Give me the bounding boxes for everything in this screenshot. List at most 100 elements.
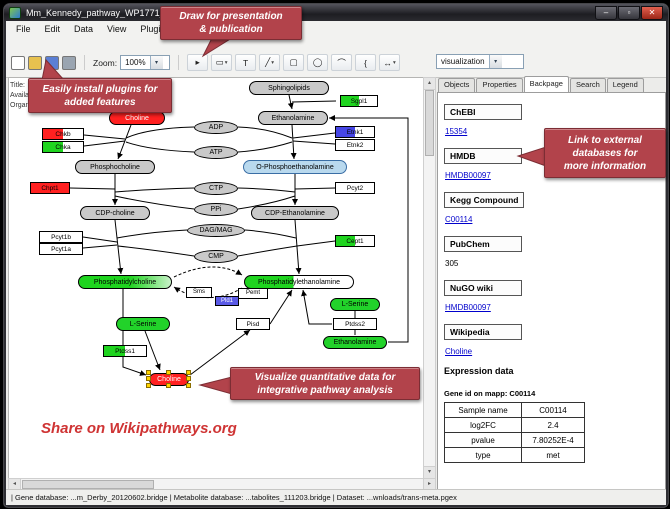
menu-edit[interactable]: Edit (44, 23, 61, 34)
export-icon[interactable] (62, 55, 76, 70)
canvas-horizontal-scrollbar[interactable]: ◂ ▸ (8, 478, 436, 491)
select-tool-icon[interactable]: ▸ (187, 54, 209, 71)
selection-handle[interactable] (166, 369, 171, 375)
backpage-link-wikipedia[interactable]: Choline (445, 347, 473, 356)
chevron-down-icon[interactable]: ▾ (149, 56, 163, 69)
pathway-node-dag-mag[interactable]: DAG/MAG (187, 223, 245, 237)
pathway-node-cmp[interactable]: CMP (194, 249, 238, 263)
scrollbar-thumb[interactable] (22, 480, 154, 489)
selection-handle[interactable] (166, 382, 171, 388)
backpage-header-wikipedia: Wikipedia (444, 324, 522, 340)
brace-tool-icon[interactable]: { (355, 54, 377, 71)
window-title: Mm_Kennedy_pathway_WP1771_45176.gp... (26, 7, 210, 18)
menu-view[interactable]: View (107, 23, 127, 34)
pathway-node-sgpl1[interactable]: Sgpl1 (340, 95, 378, 107)
pathway-node-cdp-ethanolamine[interactable]: CDP-Ethanolamine (251, 206, 339, 220)
backpage-link-chebi[interactable]: 15354 (445, 127, 468, 136)
pathway-node-l-serine[interactable]: L-Serine (330, 297, 380, 311)
pathway-node-sphingolipids[interactable]: Sphingolipids (249, 81, 329, 95)
pathway-node-o-phosphoethanolamine[interactable]: O-Phosphoethanolamine (243, 160, 347, 174)
open-folder-icon[interactable] (28, 55, 42, 70)
tab-properties[interactable]: Properties (476, 78, 523, 92)
scroll-up-icon[interactable]: ▴ (424, 78, 435, 90)
close-button[interactable]: ✕ (641, 5, 663, 20)
pathway-node-ethanolamine[interactable]: Ethanolamine (323, 335, 387, 349)
menu-data[interactable]: Data (74, 23, 94, 34)
pathway-node-phosphocholine[interactable]: Phosphocholine (75, 160, 155, 174)
backpage-link-kegg-compound[interactable]: C00114 (445, 215, 473, 224)
tab-objects[interactable]: Objects (438, 78, 476, 92)
pathway-node-ptdss2[interactable]: Ptdss2 (333, 318, 377, 330)
pathway-node-pisd[interactable]: Pisd (236, 318, 270, 330)
backpage-link-hmdb[interactable]: HMDB00097 (445, 171, 491, 180)
save-icon[interactable] (45, 55, 59, 70)
pathway-node-ptdss1[interactable]: Ptdss1 (103, 345, 147, 357)
pathway-node-phosphatidylethanolamine[interactable]: Phosphatidylethanolamine (244, 275, 354, 289)
pathway-node-sms[interactable]: Sms (186, 286, 212, 298)
menu-plugins[interactable]: Plugins (140, 23, 170, 34)
pathway-node-chka[interactable]: Chka (42, 141, 84, 153)
menu-file[interactable]: File (16, 23, 31, 34)
callout-text-line: integrative pathway analysis (257, 384, 393, 396)
pathway-node-ppi[interactable]: PPi (194, 202, 238, 216)
pathway-edge (114, 195, 195, 210)
pathway-edge (294, 219, 302, 275)
pathway-node-pemt[interactable]: Pemt (238, 287, 268, 299)
visualization-value: visualization (441, 57, 485, 66)
pathway-node-adp[interactable]: ADP (194, 120, 238, 134)
pathway-node-pcyt1a[interactable]: Pcyt1a (39, 243, 83, 255)
tab-legend[interactable]: Legend (606, 78, 644, 92)
scroll-left-icon[interactable]: ◂ (9, 479, 21, 490)
selection-handle[interactable] (146, 376, 151, 381)
pathway-node-chkb[interactable]: Chkb (42, 128, 84, 140)
selection-handle[interactable] (146, 382, 151, 388)
pathway-node-cept1[interactable]: Cept1 (335, 235, 375, 247)
pathway-edge (237, 245, 298, 257)
rectangle-tool-icon[interactable]: ▢ (283, 54, 305, 71)
pathway-node-pcyt2[interactable]: Pcyt2 (335, 182, 375, 194)
maximize-button[interactable]: ▫ (618, 5, 640, 20)
backpage-header-chebi: ChEBI (444, 104, 522, 120)
scroll-right-icon[interactable]: ▸ (423, 479, 435, 490)
pathway-node-l-serine[interactable]: L-Serine (116, 317, 170, 331)
pathway-node-ctp[interactable]: CTP (194, 181, 238, 195)
scrollbar-thumb[interactable] (425, 90, 434, 156)
oval-tool-icon[interactable]: ◯ (307, 54, 329, 71)
datanode-tool-icon[interactable]: ▭▾ (211, 54, 233, 71)
selection-handle[interactable] (146, 369, 151, 375)
selection-handle[interactable] (186, 376, 191, 381)
pathway-node-ethanolamine[interactable]: Ethanolamine (258, 111, 328, 125)
pathway-node-pcyt1b[interactable]: Pcyt1b (39, 231, 83, 243)
pathway-node-cdp-choline[interactable]: CDP-choline (80, 206, 150, 220)
visualization-select[interactable]: visualization ▾ (436, 54, 524, 69)
zoom-select[interactable]: 100% ▾ (120, 55, 171, 70)
selection-handle[interactable] (186, 382, 191, 388)
connector-tool-icon[interactable]: ↔▾ (379, 54, 401, 71)
pathway-node-atp[interactable]: ATP (194, 145, 238, 159)
selection-handle[interactable] (186, 369, 191, 375)
pathway-node-chpt1[interactable]: Chpt1 (30, 182, 70, 194)
chevron-down-icon[interactable]: ▾ (488, 55, 502, 68)
pathway-node-choline[interactable]: Choline (109, 111, 165, 125)
tab-backpage[interactable]: Backpage (523, 76, 569, 92)
label-tool-icon[interactable]: T (235, 54, 257, 71)
new-file-icon[interactable] (11, 55, 25, 70)
scroll-down-icon[interactable]: ▾ (424, 466, 435, 478)
pathway-edge (114, 219, 124, 275)
pathway-node-etnk1[interactable]: Etnk1 (335, 126, 375, 138)
pathway-node-pld1[interactable]: Pld1 (215, 296, 239, 306)
backpage-link-nugo-wiki[interactable]: HMDB00097 (445, 303, 491, 312)
pathway-node-etnk2[interactable]: Etnk2 (335, 139, 375, 151)
minimize-button[interactable]: – (595, 5, 617, 20)
pathway-node-phosphatidylcholine[interactable]: Phosphatidylcholine (78, 275, 172, 289)
canvas-side-label: Title: (10, 82, 25, 89)
pathway-edge (292, 140, 336, 145)
line-tool-icon[interactable]: ╱▾ (259, 54, 281, 71)
toolbar-separator (178, 55, 180, 70)
title-bar[interactable]: Mm_Kennedy_pathway_WP1771_45176.gp... – … (4, 4, 668, 21)
arc-tool-icon[interactable]: ⌒ (331, 54, 353, 71)
tab-search[interactable]: Search (569, 78, 606, 92)
canvas-vertical-scrollbar[interactable]: ▴ ▾ (423, 77, 436, 479)
